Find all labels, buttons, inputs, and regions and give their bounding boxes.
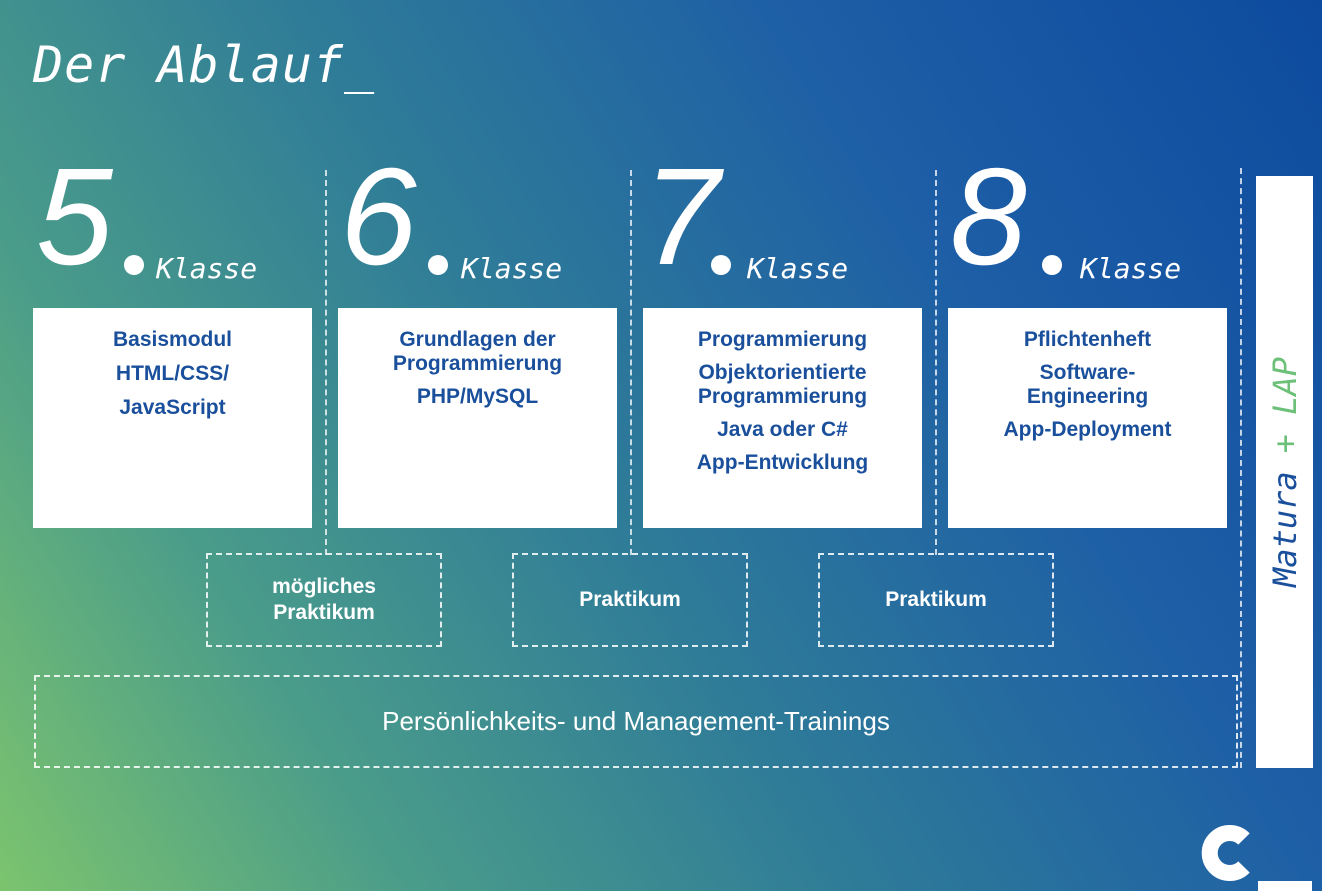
klasse-label: Klasse	[461, 252, 563, 285]
card-line: PHP/MySQL	[416, 385, 539, 408]
card-line: Programmierung	[697, 385, 868, 408]
klasse-dot	[124, 255, 144, 275]
training-box: Persönlichkeits- und Management-Training…	[34, 675, 1238, 768]
klasse-label: Klasse	[747, 252, 849, 285]
klasse-dot	[428, 255, 448, 275]
page-title: Der Ablauf_	[33, 36, 376, 94]
logo-icon	[1201, 825, 1312, 891]
card-line: Software-	[1039, 361, 1136, 384]
matura-lap-label: Matura + LAP	[1266, 357, 1304, 587]
column-separator	[325, 170, 327, 555]
card-line: Grundlagen der	[399, 328, 556, 351]
card-line: HTML/CSS/	[115, 362, 230, 385]
column-separator	[630, 170, 632, 555]
klasse-number: 7	[643, 140, 720, 294]
card-line: Programmierung	[697, 328, 868, 351]
card-line: Pflichtenheft	[1023, 328, 1152, 351]
card-line: Engineering	[1026, 385, 1149, 408]
card-line: Programmierung	[392, 352, 563, 375]
column-separator	[1240, 168, 1242, 768]
column-separator	[935, 170, 937, 555]
training-label: Persönlichkeits- und Management-Training…	[382, 706, 890, 736]
praktikum-box: Praktikum	[818, 553, 1054, 647]
klasse-8-card: Pflichtenheft Software- Engineering App-…	[948, 308, 1227, 528]
klasse-dot	[1042, 255, 1062, 275]
praktikum-line: Praktikum	[579, 588, 681, 611]
praktikum-line: Praktikum	[885, 588, 987, 611]
klasse-dot	[711, 255, 731, 275]
card-line: App-Entwicklung	[696, 451, 869, 474]
klasse-number: 5	[36, 140, 113, 294]
card-line: Java oder C#	[717, 418, 848, 441]
lap-text: + LAP	[1265, 357, 1304, 454]
matura-text: Matura	[1265, 471, 1304, 587]
card-line: Objektorientierte	[698, 361, 867, 384]
klasse-5-card: Basismodul HTML/CSS/ JavaScript	[33, 308, 312, 528]
card-line: Basismodul	[112, 328, 233, 351]
card-line: JavaScript	[119, 396, 226, 419]
klasse-number: 8	[950, 140, 1027, 294]
praktikum-line: mögliches	[272, 575, 376, 598]
praktikum-line: Praktikum	[273, 601, 375, 624]
klasse-label: Klasse	[156, 252, 258, 285]
klasse-label: Klasse	[1080, 252, 1182, 285]
praktikum-box: Praktikum	[512, 553, 748, 647]
klasse-7-card: Programmierung Objektorientierte Program…	[643, 308, 922, 528]
praktikum-box: mögliches Praktikum	[206, 553, 442, 647]
klasse-6-card: Grundlagen der Programmierung PHP/MySQL	[338, 308, 617, 528]
klasse-number: 6	[340, 140, 417, 294]
matura-lap-box: Matura + LAP	[1256, 176, 1313, 768]
card-line: App-Deployment	[1003, 418, 1172, 441]
